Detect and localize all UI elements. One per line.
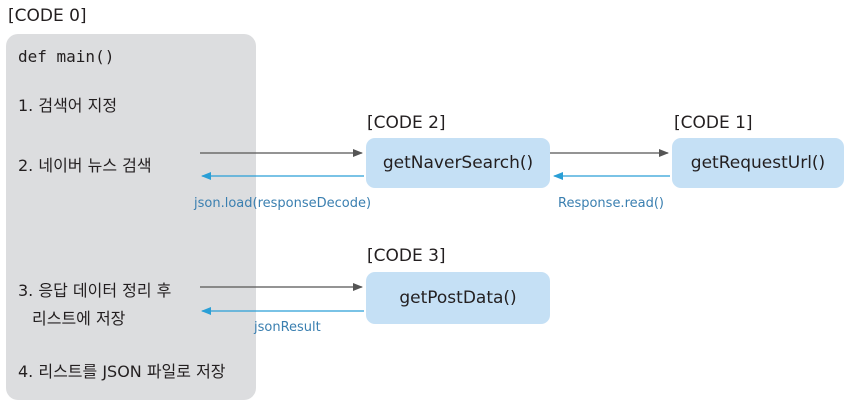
main-function-panel: def main() 1. 검색어 지정 2. 네이버 뉴스 검색 3. 응답 … (6, 34, 256, 400)
step-4: 4. 리스트를 JSON 파일로 저장 (18, 362, 226, 381)
figure-label-code-0: [CODE 0] (8, 6, 87, 26)
code-3-label: [CODE 3] (367, 246, 446, 266)
return-label-json-load: json.load(responseDecode) (194, 196, 372, 211)
step-2: 2. 네이버 뉴스 검색 (18, 156, 152, 175)
node-get-post-data-text: getPostData() (399, 288, 517, 308)
step-3-line-2: 리스트에 저장 (32, 309, 126, 328)
node-get-request-url: getRequestUrl() (672, 138, 844, 188)
code-1-label: [CODE 1] (674, 113, 753, 133)
node-get-request-url-text: getRequestUrl() (690, 153, 826, 173)
code-2-label: [CODE 2] (367, 113, 446, 133)
node-get-naver-search: getNaverSearch() (366, 138, 550, 188)
node-get-naver-search-text: getNaverSearch() (382, 153, 534, 173)
step-1: 1. 검색어 지정 (18, 96, 118, 115)
step-3-line-1: 3. 응답 데이터 정리 후 (18, 281, 172, 300)
main-signature: def main() (18, 47, 115, 66)
return-label-json-result: jsonResult (254, 320, 321, 335)
return-label-response-read: Response.read() (558, 196, 664, 211)
node-get-post-data: getPostData() (366, 272, 550, 324)
